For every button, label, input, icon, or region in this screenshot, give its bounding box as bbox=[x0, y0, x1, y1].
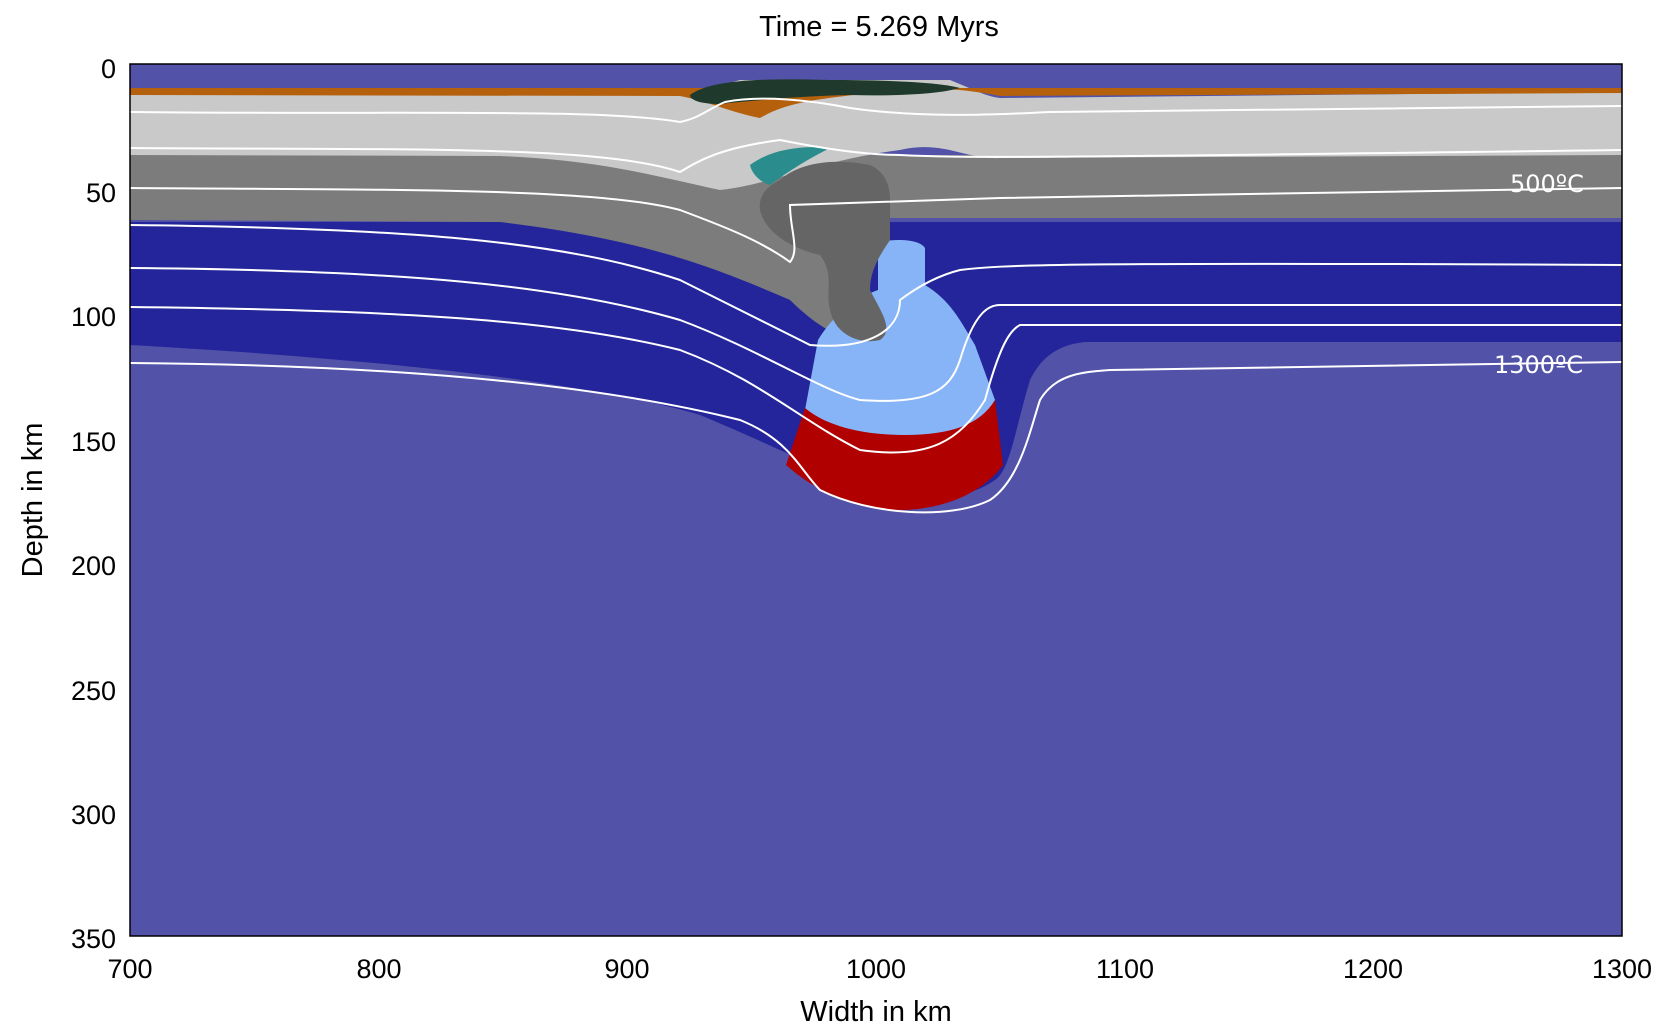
isotherm-label-500: 500ºC bbox=[1510, 170, 1584, 198]
sediment-layer bbox=[130, 88, 1622, 118]
x-tick-label: 1300 bbox=[1592, 954, 1652, 984]
lower-crust-layer bbox=[130, 155, 1622, 345]
y-tick-label: 350 bbox=[71, 924, 116, 954]
y-tick-label: 150 bbox=[71, 427, 116, 457]
upper-crust-layer bbox=[130, 80, 1622, 190]
x-tick-label: 1100 bbox=[1096, 954, 1154, 984]
isotherm-line bbox=[129, 138, 1623, 174]
isotherm-line bbox=[129, 306, 1622, 454]
isotherms bbox=[129, 97, 1623, 514]
slab-mantle-hot bbox=[786, 400, 1003, 510]
x-tick-label: 900 bbox=[604, 954, 649, 984]
plot-frame bbox=[129, 63, 1623, 937]
isotherm-line bbox=[129, 267, 1622, 402]
y-tick-label: 0 bbox=[101, 54, 116, 84]
plume-body bbox=[759, 161, 890, 342]
plot-area: 500ºC 1300ºC bbox=[129, 63, 1623, 937]
x-axis-title: Width in km bbox=[800, 996, 951, 1028]
y-tick-label: 200 bbox=[71, 551, 116, 581]
y-tick-label: 100 bbox=[71, 302, 116, 332]
crust-inclusion bbox=[750, 147, 830, 185]
y-axis: 0 50 100 150 200 250 300 350 bbox=[71, 54, 116, 954]
x-tick-label: 700 bbox=[107, 954, 152, 984]
isotherm-line bbox=[129, 361, 1623, 514]
isotherm-label-1300: 1300ºC bbox=[1494, 351, 1583, 379]
y-tick-label: 300 bbox=[71, 800, 116, 830]
x-tick-label: 1000 bbox=[846, 954, 906, 984]
y-tick-label: 250 bbox=[71, 676, 116, 706]
isotherm-line bbox=[129, 187, 1623, 264]
plot-title: Time = 5.269 Myrs bbox=[759, 11, 999, 43]
y-tick-label: 50 bbox=[86, 178, 116, 208]
y-axis-title: Depth in km bbox=[17, 423, 49, 578]
x-tick-label: 800 bbox=[356, 954, 401, 984]
slab-mantle-light bbox=[805, 240, 995, 440]
x-tick-label: 1200 bbox=[1343, 954, 1403, 984]
x-axis: 700 800 900 1000 1100 1200 1300 bbox=[107, 954, 1652, 984]
isotherm-line bbox=[129, 224, 1623, 347]
isotherm-line bbox=[129, 97, 1623, 124]
